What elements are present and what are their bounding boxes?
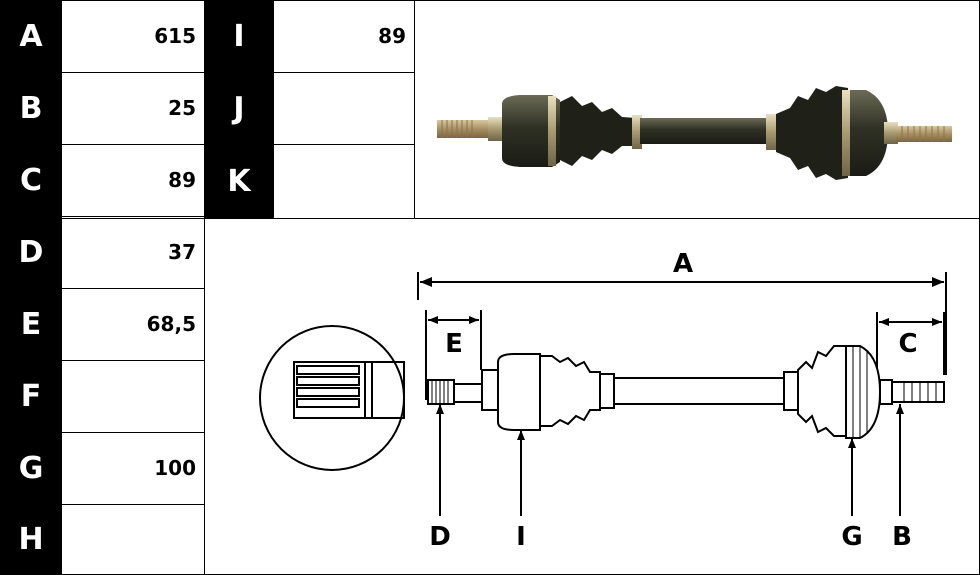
arrow-head [879,318,889,326]
drawing-right-spline [891,381,945,403]
label-cell-i: I [204,0,274,72]
value-cell-e: 68,5 [146,312,196,336]
dimension-drawing: A E C D I G B [259,249,947,552]
grid-line [204,0,205,575]
label-cell-g: G [0,432,62,504]
dim-label-d: D [429,522,451,552]
left-boot [560,96,636,166]
left-collar [488,117,504,141]
left-joint-housing [502,95,560,167]
dim-label-g: G [841,522,862,552]
drawing-right-clamp [783,371,799,411]
label-cell-b: B [0,72,62,144]
arrow-head [932,277,944,287]
grid-line [414,0,415,218]
label-cell-d: D [0,216,62,288]
drawing-right-collar [879,379,893,405]
right-collar [884,122,898,144]
arrow-head [932,318,942,326]
center-shaft [640,118,774,144]
dim-label-b: B [892,522,912,552]
right-spline-teeth [901,126,945,142]
drawing-left-housing [497,353,541,431]
right-boot [776,86,848,180]
drawing-center-shaft [613,377,785,405]
arrow-head [436,404,444,414]
drawing-right-boot [797,345,847,437]
dim-label-a: A [673,249,693,279]
value-cell-k [274,144,414,218]
label-cell-j: J [204,72,274,144]
dim-label-e: E [445,329,463,359]
grid-line [0,504,204,505]
arrow-head [848,438,856,448]
label-cell-e: E [0,288,62,360]
label-cell-f: F [0,360,62,432]
label-cell-a: A [0,0,62,72]
grid-line [0,218,980,219]
value-cell-b: 25 [168,96,196,120]
left-housing-ring [548,96,556,166]
grid-line [0,432,204,433]
grid-line [0,144,414,145]
right-boot-clamp [766,114,776,150]
value-cell-j [274,72,414,144]
arrow-head [420,277,432,287]
grid-line [0,0,980,1]
arrow-head [517,430,525,440]
left-boot-clamp [632,115,642,149]
drawing-left-boot [539,355,601,427]
dim-label-c: C [898,329,917,359]
value-cell-f [62,360,204,432]
value-cell-h [62,504,204,575]
left-spline-teeth [441,120,473,138]
label-cell-h: H [0,504,62,575]
drive-shaft-photo [437,86,952,180]
arrow-head [428,316,438,324]
grid-line [0,288,204,289]
drawing-right-housing [845,345,882,439]
grid-line [0,360,204,361]
value-cell-d: 37 [168,240,196,264]
grid-line [0,216,204,217]
spline-detail-circle [259,325,405,471]
label-cell-c: C [0,144,62,216]
value-cell-g: 100 [154,456,196,480]
drawing-left-clamp [599,373,615,409]
arrow-head [896,404,904,414]
dim-label-i: I [516,522,526,552]
drawing-left-neck [453,383,485,403]
right-joint-housing [846,90,888,176]
value-cell-c: 89 [168,168,196,192]
value-cell-i: 89 [378,24,406,48]
drawing-left-collar [481,369,499,411]
value-cell-a: 615 [154,24,196,48]
label-cell-k: K [204,144,274,218]
arrow-head [469,316,479,324]
right-housing-ring [842,90,850,176]
grid-line [0,72,414,73]
left-spline-stub [437,120,492,138]
